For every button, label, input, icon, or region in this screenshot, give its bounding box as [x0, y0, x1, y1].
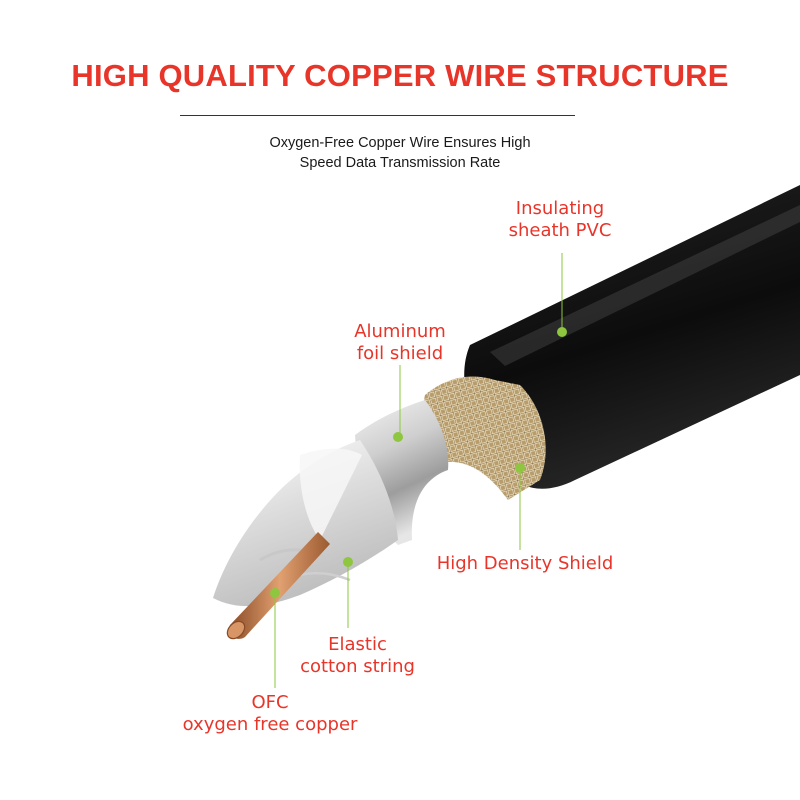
subtitle-line-2: Speed Data Transmission Rate — [299, 155, 501, 171]
marker-ofc — [270, 588, 280, 598]
label-aluminum-foil: Aluminum foil shield — [335, 321, 465, 365]
sheath-highlight — [490, 205, 800, 366]
label-insulating-line-1: Insulating — [515, 198, 605, 219]
subtitle-line-1: Oxygen-Free Copper Wire Ensures High — [269, 135, 531, 151]
label-insulating-sheath: Insulating sheath PVC — [490, 198, 630, 242]
label-elastic-line-2: cotton string — [300, 656, 415, 677]
subtitle: Oxygen-Free Copper Wire Ensures High Spe… — [200, 133, 600, 173]
label-ofc-line-1: OFC — [251, 692, 289, 713]
title-divider — [180, 115, 575, 116]
marker-elastic — [343, 557, 353, 567]
cotton-fold — [299, 448, 362, 540]
marker-insulating — [557, 327, 567, 337]
label-aluminum-line-2: foil shield — [356, 343, 444, 364]
label-insulating-line-2: sheath PVC — [508, 220, 612, 241]
label-elastic-cotton: Elastic cotton string — [285, 634, 430, 678]
copper-conductor — [229, 532, 330, 639]
label-high-density-shield: High Density Shield — [425, 553, 625, 575]
copper-tip — [226, 620, 246, 640]
cotton-strand — [259, 548, 331, 562]
label-high-density-line-1: High Density Shield — [436, 553, 614, 574]
label-aluminum-line-1: Aluminum — [354, 321, 446, 342]
marker-aluminum — [393, 432, 403, 442]
label-ofc-line-2: oxygen free copper — [182, 714, 358, 735]
pvc-sheath — [464, 185, 800, 489]
marker-high-density — [515, 463, 525, 473]
label-ofc: OFC oxygen free copper — [170, 692, 370, 736]
page-title: HIGH QUALITY COPPER WIRE STRUCTURE — [71, 58, 729, 93]
label-elastic-line-1: Elastic — [328, 634, 387, 655]
